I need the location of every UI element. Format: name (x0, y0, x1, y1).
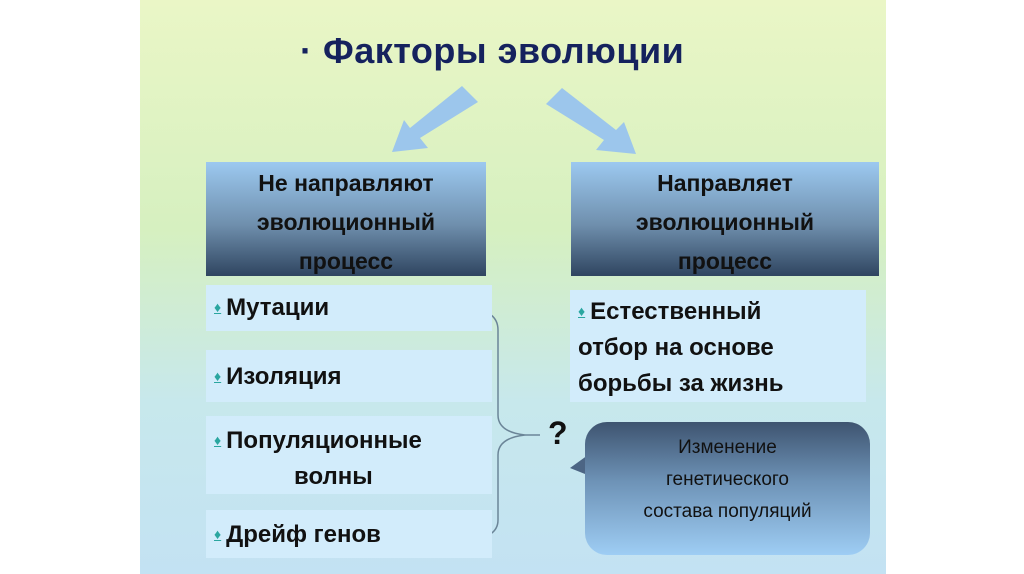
diamond-bullet-icon: ♦ (578, 303, 586, 319)
bubble-line: генетического (666, 469, 789, 490)
header-line: процесс (298, 248, 394, 274)
callout-bubble: Изменение генетического состава популяци… (585, 422, 870, 555)
header-not-directing: Не направляют эволюционный процесс (206, 162, 486, 276)
arrow-right-icon (546, 88, 636, 154)
item-text: Популяционные (226, 427, 422, 454)
slide-title: · Факторы эволюции (300, 30, 685, 71)
diamond-bullet-icon: ♦ (214, 432, 222, 448)
list-item-isolation: ♦Изоляция (206, 350, 492, 402)
bubble-line: состава популяций (643, 501, 812, 522)
arrow-left-icon (392, 86, 478, 152)
list-item-gene-drift: ♦Дрейф генов (206, 510, 492, 558)
bubble-line: Изменение (678, 437, 777, 458)
list-item-mutations: ♦Мутации (206, 285, 492, 331)
diamond-bullet-icon: ♦ (214, 368, 222, 384)
item-text: борьбы за жизнь (578, 370, 784, 397)
diamond-bullet-icon: ♦ (214, 299, 222, 315)
item-text: Изоляция (226, 363, 342, 390)
item-text: отбор на основе (578, 334, 774, 361)
header-line: Не направляют (258, 170, 434, 196)
diamond-bullet-icon: ♦ (214, 526, 222, 542)
list-item-natural-selection: ♦Естественный отбор на основе борьбы за жи… (570, 290, 866, 402)
header-line: эволюционный (256, 209, 436, 235)
question-mark: ? (548, 415, 568, 451)
header-line: эволюционный (635, 209, 815, 235)
item-text: волны (294, 463, 373, 490)
header-directing: Направляет эволюционный процесс (571, 162, 879, 276)
header-line: Направляет (657, 170, 793, 196)
header-line: процесс (677, 248, 773, 274)
item-text: Естественный (590, 298, 762, 325)
item-text: Мутации (226, 294, 330, 321)
list-item-population-waves: ♦Популяционные волны (206, 416, 492, 494)
item-text: Дрейф генов (226, 521, 381, 548)
